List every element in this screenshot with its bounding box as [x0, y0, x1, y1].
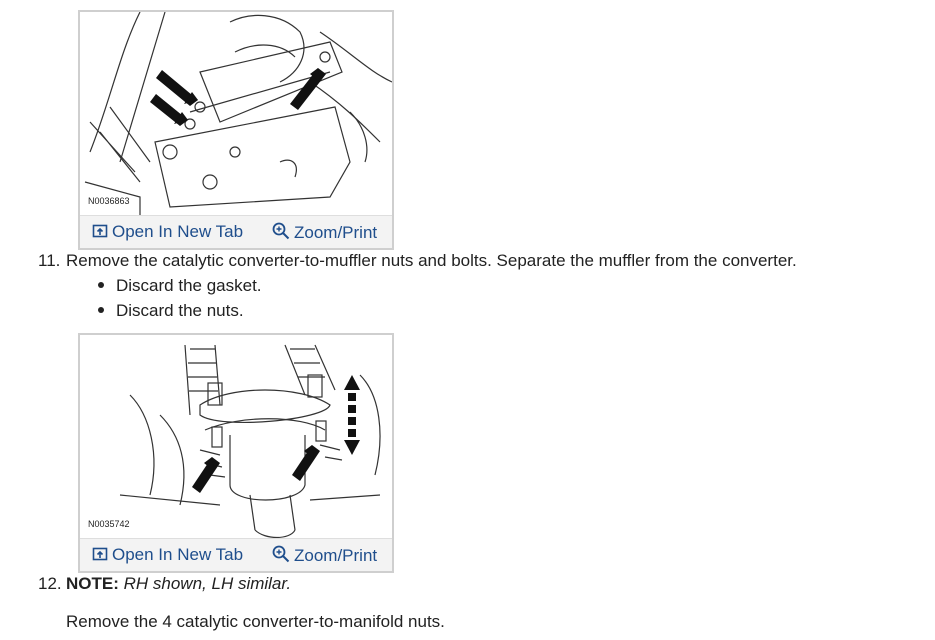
- step-11: 11. Remove the catalytic converter-to-muf…: [38, 251, 797, 271]
- bullet-text: Discard the nuts.: [116, 301, 244, 320]
- open-new-tab-icon: [92, 224, 108, 238]
- open-in-new-tab-label: Open In New Tab: [112, 222, 244, 241]
- figure-toolbar: Open In New Tab Zoom/Print: [80, 215, 392, 248]
- zoom-print-link[interactable]: Zoom/Print: [272, 545, 377, 566]
- zoom-print-label: Zoom/Print: [294, 546, 378, 565]
- figure-code: N0035742: [88, 519, 130, 529]
- step-text: Remove the catalytic converter-to-muffle…: [66, 251, 797, 270]
- step-12: 12.NOTE: RH shown, LH similar.: [38, 574, 291, 594]
- zoom-print-link[interactable]: Zoom/Print: [272, 222, 377, 243]
- step-number: 12.: [38, 574, 62, 593]
- open-in-new-tab-link[interactable]: Open In New Tab: [92, 545, 243, 565]
- figure-code: N0036863: [88, 196, 130, 206]
- open-new-tab-icon: [92, 547, 108, 561]
- bullet-discard-nuts: Discard the nuts.: [98, 301, 244, 321]
- converter-muffler-illustration: [119, 344, 381, 539]
- note-label: NOTE:: [66, 574, 119, 593]
- note-text: RH shown, LH similar.: [123, 574, 292, 593]
- bullet-dot: [98, 282, 104, 288]
- bullet-text: Discard the gasket.: [116, 276, 262, 295]
- step-12-instruction: Remove the 4 catalytic converter-to-mani…: [66, 612, 445, 631]
- figure-exhaust-bracket: N0036863 Open In New Tab Zoom/Print: [78, 10, 394, 250]
- open-in-new-tab-link[interactable]: Open In New Tab: [92, 222, 243, 242]
- figure-toolbar: Open In New Tab Zoom/Print: [80, 538, 392, 571]
- magnifier-icon: [272, 222, 290, 240]
- figure-converter-muffler-joint: N0035742 Open In New Tab Zoom/Print: [78, 333, 394, 573]
- bullet-discard-gasket: Discard the gasket.: [98, 276, 262, 296]
- magnifier-icon: [272, 545, 290, 563]
- exhaust-bracket-illustration: [84, 12, 392, 217]
- step-number: 11.: [38, 251, 61, 270]
- open-in-new-tab-label: Open In New Tab: [112, 545, 244, 564]
- zoom-print-label: Zoom/Print: [294, 223, 378, 242]
- bullet-dot: [98, 307, 104, 313]
